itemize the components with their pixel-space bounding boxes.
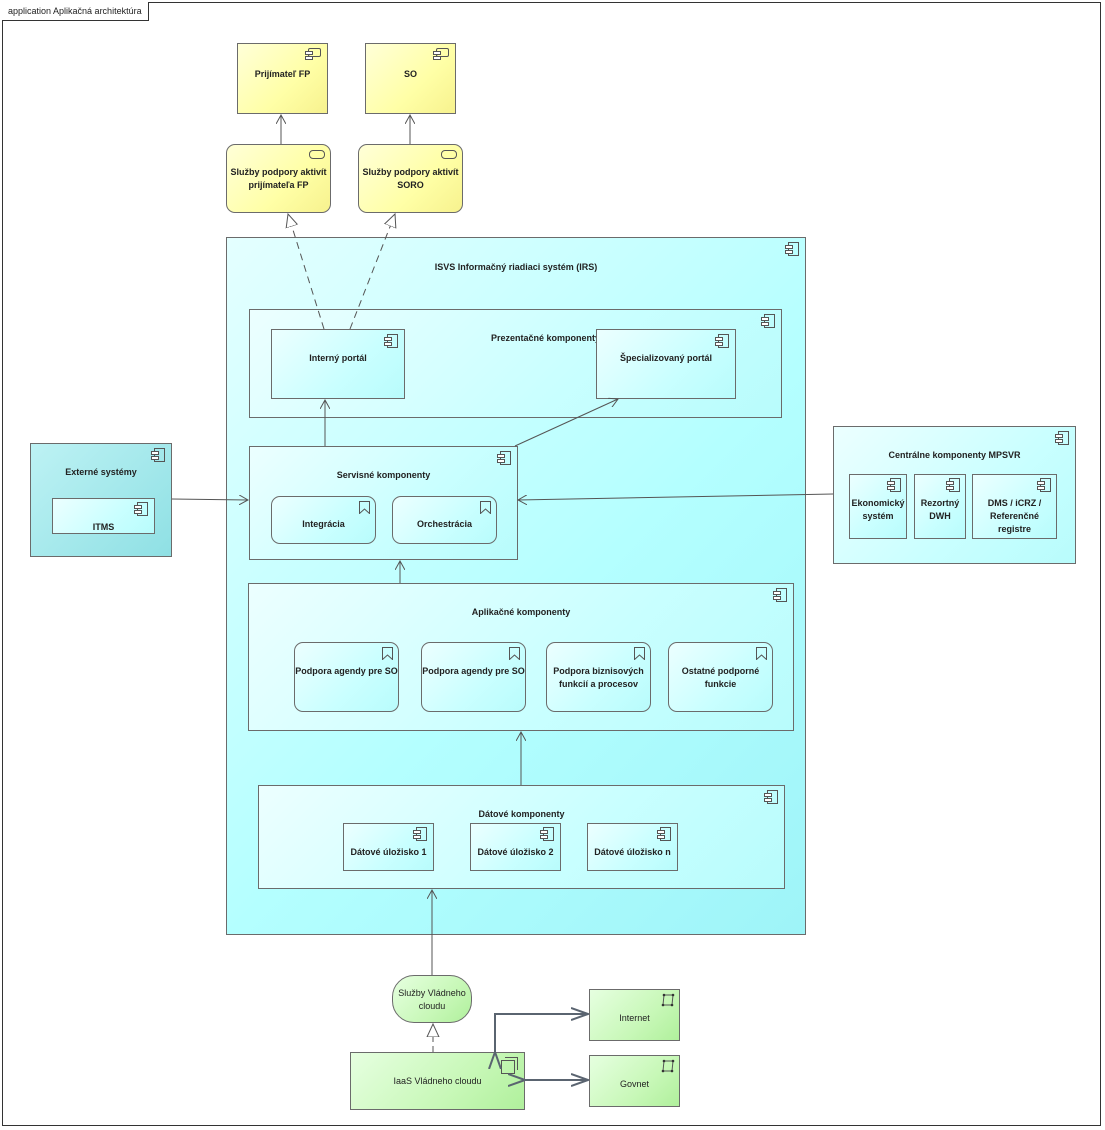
component-icon xyxy=(785,242,799,256)
ulozisko-2-node[interactable]: Dátové úložisko 2 xyxy=(470,823,561,871)
ekonomicky-system-node[interactable]: Ekonomický systém xyxy=(849,474,907,539)
ulozisko-n-label: Dátové úložisko n xyxy=(594,847,671,857)
govnet-label: Govnet xyxy=(619,1079,650,1089)
dwh-label-2: DWH xyxy=(929,511,951,521)
interny-portal-node[interactable]: Interný portál xyxy=(271,329,405,399)
function-icon xyxy=(634,647,645,660)
dwh-label-1: Rezortný xyxy=(920,498,960,508)
ulozisko-1-node[interactable]: Dátové úložisko 1 xyxy=(343,823,434,871)
internet-node[interactable]: Internet xyxy=(589,989,680,1041)
sluzby-cloud-label-2: cloudu xyxy=(418,1001,446,1011)
ostatne-label-1: Ostatné podporné xyxy=(681,666,760,676)
sluzby-vladneho-cloudu-node[interactable]: Služby Vládneho cloudu xyxy=(392,975,472,1023)
biznis-label-1: Podpora biznisových xyxy=(553,666,644,676)
component-icon xyxy=(413,827,427,841)
prijimatel-fp-label: Prijímateľ FP xyxy=(254,69,311,79)
datove-title: Dátové komponenty xyxy=(478,809,565,819)
eko-label-1: Ekonomický xyxy=(851,498,905,508)
ostatne-funkcie-node[interactable]: Ostatné podporné funkcie xyxy=(668,642,773,712)
prezentacne-title: Prezentačné komponenty xyxy=(490,333,601,343)
sluzby-prijimatel-label-2: prijímateľa FP xyxy=(248,180,309,190)
dms-label-1: DMS / iCRZ / xyxy=(987,498,1042,508)
orchestracia-label: Orchestrácia xyxy=(416,519,473,529)
itms-label: ITMS xyxy=(92,522,115,532)
component-icon xyxy=(433,48,449,60)
agenda-so-1-label: Podpora agendy pre SO xyxy=(295,666,398,676)
sluzby-soro-label-2: SORO xyxy=(397,180,424,190)
govnet-node[interactable]: Govnet xyxy=(589,1055,680,1107)
biznis-label-2: funkcií a procesov xyxy=(558,679,639,689)
component-icon xyxy=(887,478,901,492)
component-icon xyxy=(657,827,671,841)
component-icon xyxy=(773,588,787,602)
itms-node[interactable]: ITMS xyxy=(52,498,155,534)
sluzby-cloud-label-1: Služby Vládneho xyxy=(398,988,466,998)
component-icon xyxy=(946,478,960,492)
internet-label: Internet xyxy=(619,1013,650,1023)
iaas-label: IaaS Vládneho cloudu xyxy=(393,1076,482,1086)
function-icon xyxy=(509,647,520,660)
component-icon xyxy=(761,314,775,328)
function-icon xyxy=(359,501,370,514)
aplikacne-title: Aplikačné komponenty xyxy=(471,607,571,617)
irs-title: ISVS Informačný riadiaci systém (IRS) xyxy=(434,262,598,272)
so-node[interactable]: SO xyxy=(365,43,456,114)
externe-title: Externé systémy xyxy=(65,467,137,477)
sluzby-prijimatel-node[interactable]: Služby podpory aktivít prijímateľa FP xyxy=(226,144,331,213)
sluzby-soro-node[interactable]: Služby podpory aktivít SORO xyxy=(358,144,463,213)
specializovany-portal-label: Špecializovaný portál xyxy=(619,353,713,363)
dms-icrz-node[interactable]: DMS / iCRZ / Referenčné registre xyxy=(972,474,1057,539)
so-label: SO xyxy=(403,69,417,79)
component-icon xyxy=(540,827,554,841)
frame-title: application Aplikačná architektúra xyxy=(2,2,149,21)
component-icon xyxy=(764,790,778,804)
ostatne-label-2: funkcie xyxy=(704,679,737,689)
interny-portal-label: Interný portál xyxy=(309,353,367,363)
agenda-so-2-label: Podpora agendy pre SO xyxy=(422,666,525,676)
iaas-node[interactable]: IaaS Vládneho cloudu xyxy=(350,1052,525,1110)
function-icon xyxy=(382,647,393,660)
specializovany-portal-node[interactable]: Špecializovaný portál xyxy=(596,329,736,399)
function-icon xyxy=(756,647,767,660)
sluzby-prijimatel-label-1: Služby podpory aktivít xyxy=(230,167,327,177)
component-icon xyxy=(1037,478,1051,492)
network-icon xyxy=(661,993,675,1007)
agenda-so-2-node[interactable]: Podpora agendy pre SO xyxy=(421,642,526,712)
dms-label-3: registre xyxy=(997,524,1032,534)
component-icon xyxy=(1055,431,1069,445)
biznis-funkcie-node[interactable]: Podpora biznisových funkcií a procesov xyxy=(546,642,651,712)
agenda-so-1-node[interactable]: Podpora agendy pre SO xyxy=(294,642,399,712)
sluzby-soro-label-1: Služby podpory aktivít xyxy=(362,167,459,177)
rezortny-dwh-node[interactable]: Rezortný DWH xyxy=(914,474,966,539)
network-icon xyxy=(661,1059,675,1073)
integracia-label: Integrácia xyxy=(302,519,345,529)
component-icon xyxy=(305,48,321,60)
centralne-title: Centrálne komponenty MPSVR xyxy=(888,450,1021,460)
dms-label-2: Referenčné xyxy=(989,511,1040,521)
service-icon xyxy=(441,150,457,159)
component-icon xyxy=(151,448,165,462)
eko-label-2: systém xyxy=(862,511,894,521)
component-icon xyxy=(497,451,511,465)
function-icon xyxy=(480,501,491,514)
ulozisko-n-node[interactable]: Dátové úložisko n xyxy=(587,823,678,871)
component-icon xyxy=(384,334,398,348)
component-icon xyxy=(134,502,148,516)
service-icon xyxy=(309,150,325,159)
integracia-node[interactable]: Integrácia xyxy=(271,496,376,544)
orchestracia-node[interactable]: Orchestrácia xyxy=(392,496,497,544)
servisne-title: Servisné komponenty xyxy=(336,470,431,480)
prijimatel-fp-node[interactable]: Prijímateľ FP xyxy=(237,43,328,114)
ulozisko-2-label: Dátové úložisko 2 xyxy=(477,847,554,857)
ulozisko-1-label: Dátové úložisko 1 xyxy=(350,847,427,857)
component-icon xyxy=(715,334,729,348)
node-icon xyxy=(501,1057,518,1074)
